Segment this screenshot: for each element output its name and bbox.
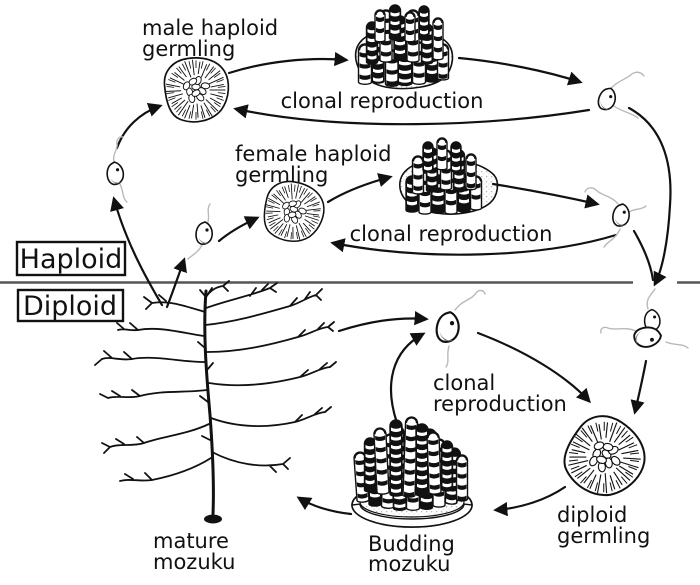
arrow-mozuku-to-male-gamete <box>110 196 164 307</box>
arrow-budding-to-mature <box>296 496 353 516</box>
flagellum <box>628 205 647 213</box>
diploid-clonal-label-line2: reproduction <box>433 392 567 416</box>
female-zoospore-cell <box>611 202 631 228</box>
female-cluster-buds <box>405 137 483 215</box>
diploid-box <box>16 288 125 323</box>
flagellum <box>646 288 656 310</box>
flagellum <box>665 341 689 349</box>
fusing-gametes-zygote <box>631 308 664 350</box>
haploid-box <box>15 240 127 277</box>
male-gamete-cell <box>104 160 126 187</box>
arrow-gamete-to-male-germling <box>115 103 163 150</box>
female-sporangia-cluster <box>399 137 499 215</box>
budding-mozuku-label-line2: mozuku <box>368 552 450 576</box>
flagellum <box>454 289 486 311</box>
arrow-diploid-germling-to-budding <box>493 485 567 517</box>
male-clonal-label: clonal reproduction <box>281 89 484 113</box>
arrow-male-cluster-to-zoospore <box>457 56 583 86</box>
phase-label-haploid: Haploid <box>15 240 127 277</box>
mature-mozuku-label-line2: mozuku <box>153 550 235 574</box>
budding-buds <box>353 416 469 511</box>
arrow-zoospore-to-diploid-germling <box>476 331 591 404</box>
male-zoospore-cell <box>595 85 619 113</box>
male-sporangia-cluster <box>354 4 454 90</box>
mozuku-holdfast <box>204 514 222 524</box>
zygote-lower-cell <box>631 324 664 350</box>
budding-dish-rim <box>351 503 473 528</box>
arrow-mature-to-zoospore <box>337 310 429 333</box>
arrow-gamete-to-female-germling <box>217 216 260 243</box>
diploid-zoospore-cell <box>434 310 462 344</box>
diploid-germling-label-line1: diploid <box>557 503 627 527</box>
haploid-label: Haploid <box>20 244 123 275</box>
arrow-mozuku-to-female-gamete <box>165 257 187 309</box>
mozuku-branches-right <box>199 280 337 473</box>
male-haploid-germling-illustration <box>163 57 230 123</box>
budding-mozuku-illustration <box>351 416 473 528</box>
arrow-female-cluster-to-zoospore <box>491 182 600 209</box>
flagellum <box>187 244 203 260</box>
female-germling-label-line2: germling <box>235 163 328 187</box>
flagellum <box>207 203 211 223</box>
mature-mozuku-label-line1: mature <box>153 529 229 553</box>
arrow-male-gamete-to-zygote <box>627 106 672 287</box>
flagellum <box>609 71 645 91</box>
phase-label-diploid: Diploid <box>16 288 125 323</box>
male-germling-label-line1: male haploid <box>142 16 278 40</box>
female-gamete-cell <box>195 221 213 245</box>
arrow-female-germling-to-cluster <box>326 173 393 204</box>
arrow-female-clonal-return <box>330 233 618 256</box>
flagellum <box>445 345 450 368</box>
mozuku-stem <box>203 289 215 516</box>
male-cluster-buds <box>357 4 450 87</box>
male-germling-label-line2: germling <box>142 37 235 61</box>
arrow-female-gamete-to-zygote <box>632 229 655 282</box>
arrow-male-clonal-return <box>233 104 591 126</box>
arrow-male-germling-to-cluster <box>227 51 349 75</box>
flagellum <box>600 326 637 334</box>
arrow-zygote-to-diploid-germling <box>630 359 648 415</box>
flagellum <box>119 183 128 203</box>
diploid-label: Diploid <box>23 291 117 322</box>
flagellum <box>603 228 621 248</box>
flagellum <box>613 105 639 119</box>
mozuku-branches-left <box>94 294 212 482</box>
diploid-germling-label-line2: germling <box>557 524 650 548</box>
mozuku-small-twigs <box>197 341 214 441</box>
diploid-clonal-label-line1: clonal <box>433 371 495 395</box>
cycle-arrows <box>110 51 672 517</box>
budding-mozuku-label-line1: Budding <box>368 532 455 556</box>
diploid-germling-illustration <box>549 402 660 512</box>
flagella-strokes <box>112 71 689 368</box>
flagellum <box>584 187 619 205</box>
female-clonal-label: clonal reproduction <box>350 222 553 246</box>
diagram-labels: male haploid germling female haploid ger… <box>142 16 650 576</box>
mature-mozuku-illustration <box>94 280 337 524</box>
female-germling-label-line1: female haploid <box>235 142 391 166</box>
flagellum <box>112 136 124 163</box>
arrow-budding-to-zoospore <box>389 332 426 425</box>
